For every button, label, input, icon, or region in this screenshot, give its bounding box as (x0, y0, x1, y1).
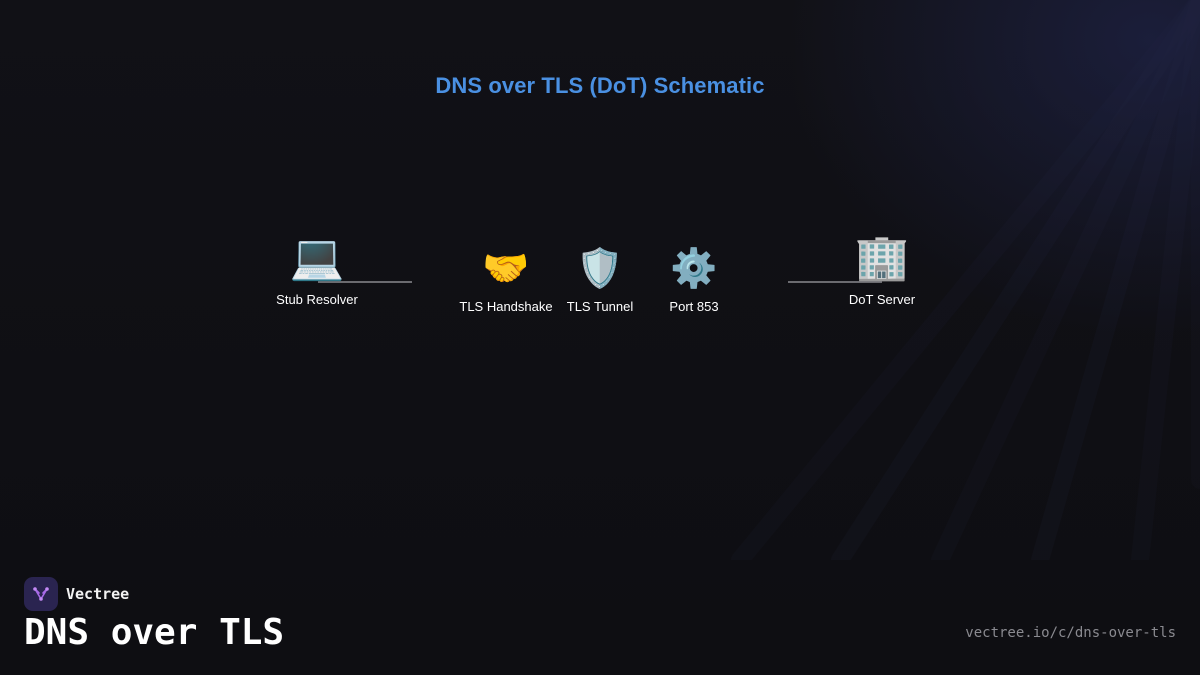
laptop-icon: 💻 (289, 232, 345, 283)
node-tls-handshake: 🤝 TLS Handshake (459, 249, 552, 314)
node-label-port-853: Port 853 (669, 299, 719, 314)
node-port-853: ⚙️ Port 853 (669, 249, 718, 314)
node-label-stub-resolver: Stub Resolver (276, 292, 358, 307)
topic-url[interactable]: vectree.io/c/dns-over-tls (965, 625, 1176, 641)
shield-icon: 🛡️ (576, 246, 624, 290)
topic-title: DNS over TLS (24, 612, 285, 653)
edge-stub-resolver-to-tls-handshake (318, 281, 412, 283)
node-tls-tunnel: 🛡️ TLS Tunnel (567, 249, 634, 314)
node-label-dot-server: DoT Server (848, 292, 916, 307)
brand: Vectree (24, 577, 129, 611)
diagram-title: DNS over TLS (DoT) Schematic (435, 73, 765, 98)
gear-icon: ⚙️ (670, 246, 718, 290)
node-label-tls-handshake: TLS Handshake (459, 299, 553, 314)
node-dot-server: 🏢 DoT Server (848, 232, 916, 308)
vectree-logo-icon (24, 577, 58, 611)
brand-name: Vectree (66, 585, 130, 603)
node-label-tls-tunnel: TLS Tunnel (566, 299, 634, 314)
edge-port-853-to-dot-server (788, 281, 882, 283)
office-building-icon: 🏢 (854, 232, 910, 283)
node-stub-resolver: 💻 Stub Resolver (276, 232, 358, 308)
handshake-icon: 🤝 (482, 246, 530, 290)
